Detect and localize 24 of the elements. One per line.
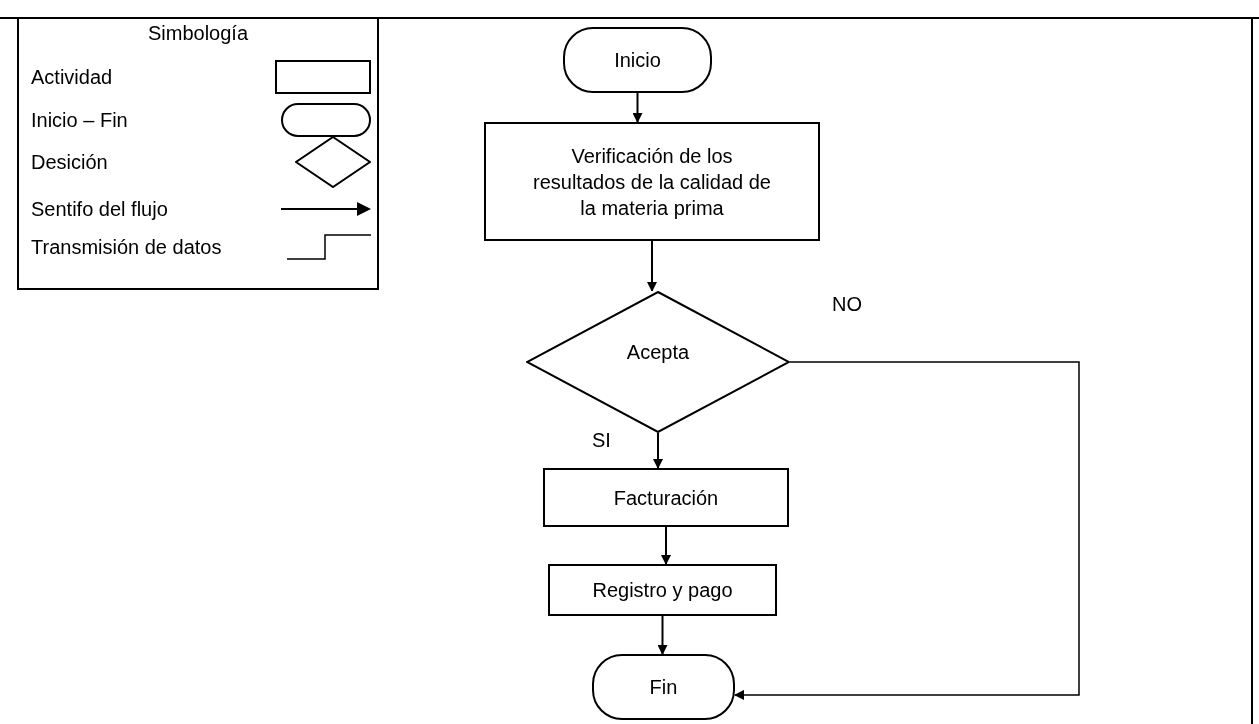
arrow xyxy=(657,615,668,655)
node-text: Verificación de los resultados de la calidad de la materia prima xyxy=(532,143,772,221)
process-box xyxy=(548,564,777,616)
node-text: Inicio xyxy=(613,48,662,73)
terminal-shape xyxy=(592,654,735,720)
legend-label: Desición xyxy=(31,150,108,175)
arrow xyxy=(661,526,671,565)
edge-label: NO xyxy=(830,294,864,314)
node-text: Registro y pago xyxy=(591,578,734,603)
node-text: Facturación xyxy=(612,485,720,511)
arrow xyxy=(653,432,663,469)
arrow xyxy=(632,92,643,123)
legend-label: Sentifo del flujo xyxy=(31,197,168,222)
arrow xyxy=(647,240,657,292)
process-box xyxy=(484,122,820,241)
node-text: Acepta xyxy=(625,340,691,365)
terminal-shape xyxy=(563,27,712,93)
legend-label: Actividad xyxy=(31,65,113,90)
node-text: Fin xyxy=(648,675,679,700)
process-box xyxy=(543,468,789,527)
legend-label: Inicio – Fin xyxy=(31,108,128,133)
legend-label: Transmisión de datos xyxy=(31,235,222,260)
arrow xyxy=(734,361,1080,700)
legend-title: Simbología xyxy=(146,21,250,46)
